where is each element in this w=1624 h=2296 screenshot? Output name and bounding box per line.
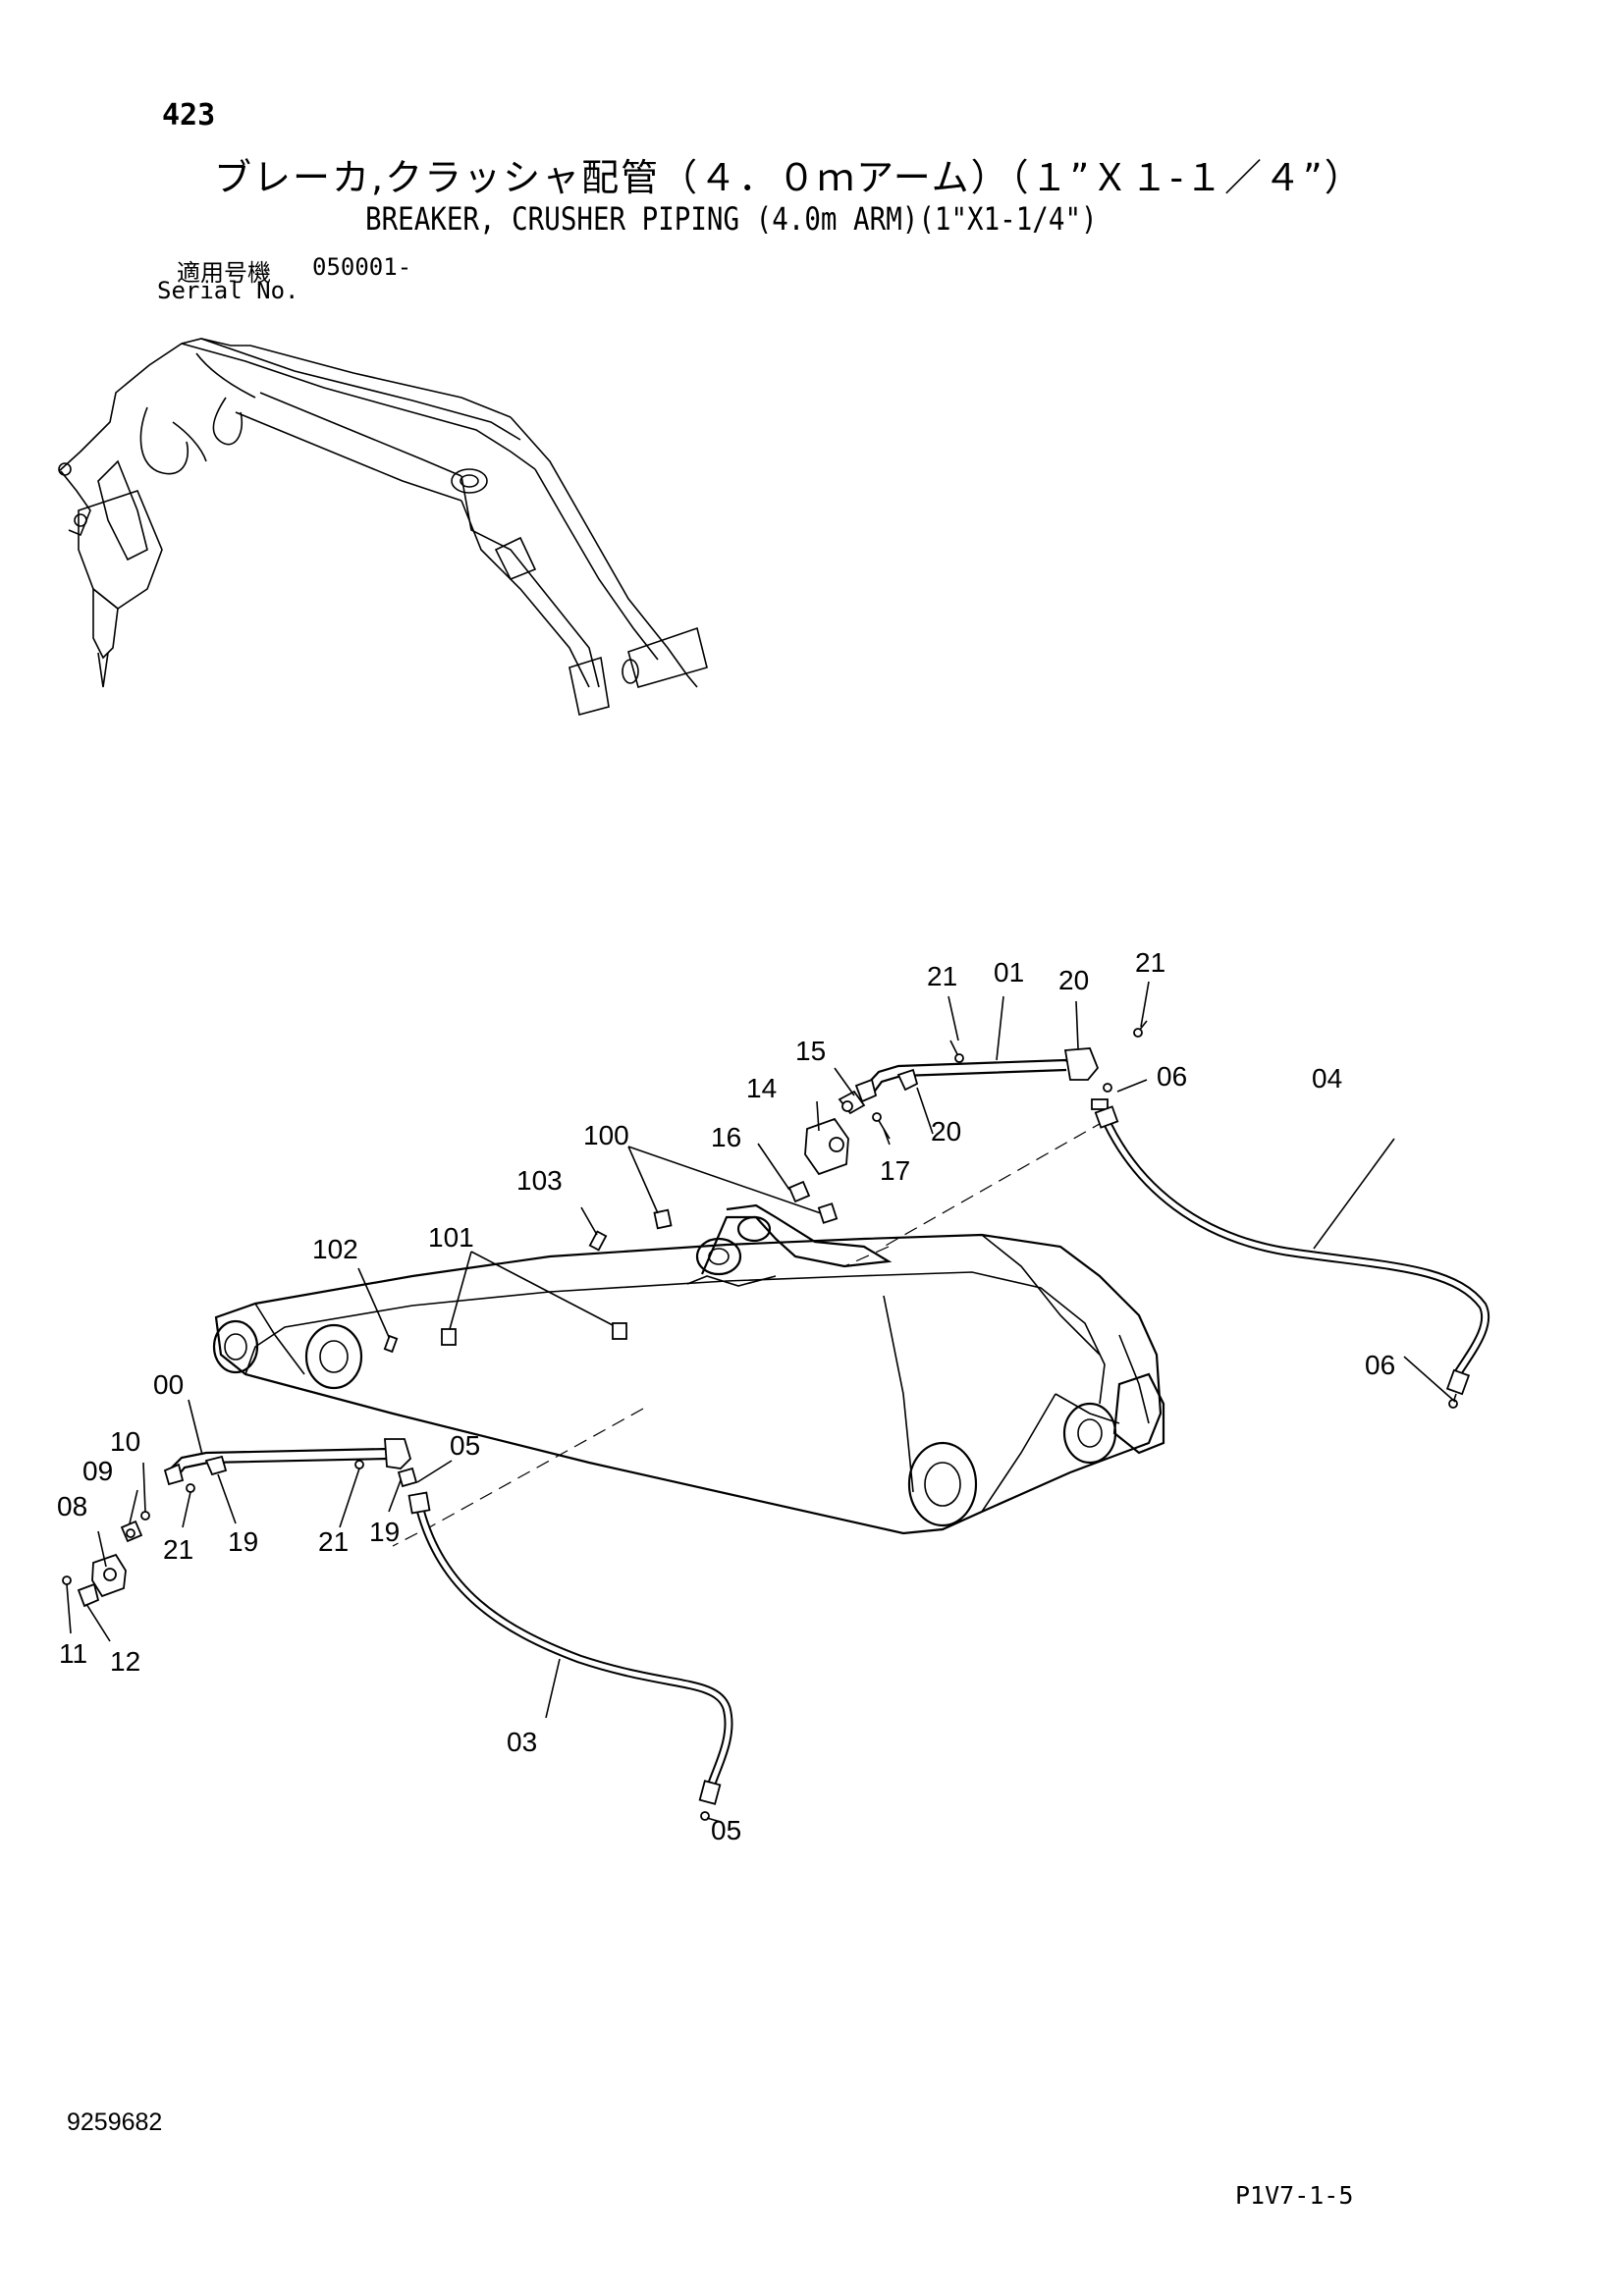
callout-05: 05 <box>450 1430 480 1461</box>
callout-19: 19 <box>369 1517 400 1547</box>
serial-range: 050001- <box>312 253 412 281</box>
callout-21: 21 <box>1135 947 1165 978</box>
arm-body <box>212 1203 1165 1535</box>
callout-06: 06 <box>1365 1350 1395 1380</box>
callout-labels: 21 01 20 21 15 06 04 14 16 17 20 100 103… <box>57 947 1395 1845</box>
overview-arm-illustration <box>58 338 708 716</box>
callout-21: 21 <box>163 1534 193 1565</box>
leader-lines <box>66 981 1456 1823</box>
callout-100: 100 <box>583 1120 629 1150</box>
callout-00: 00 <box>153 1369 184 1400</box>
page-code: P1V7-1-5 <box>1235 2181 1354 2210</box>
callout-05: 05 <box>711 1815 741 1845</box>
callout-08: 08 <box>57 1491 87 1522</box>
callout-10: 10 <box>110 1426 140 1457</box>
upper-pipe-01 <box>854 1020 1148 1110</box>
lower-pipe-00 <box>140 1438 418 1521</box>
callout-15: 15 <box>795 1036 826 1066</box>
callout-103: 103 <box>516 1165 563 1196</box>
callout-20: 20 <box>1058 965 1089 995</box>
clamps-100-103 <box>383 1202 839 1354</box>
callout-101: 101 <box>428 1222 474 1253</box>
valve-assembly-14-17 <box>787 1090 891 1203</box>
serial-label-japanese: 適用号機 <box>177 259 271 287</box>
callout-11: 11 <box>59 1638 87 1669</box>
callout-19: 19 <box>228 1526 258 1557</box>
callout-21: 21 <box>927 961 957 991</box>
lower-hose-03 <box>407 1491 733 1821</box>
page-number: 423 <box>162 98 216 133</box>
assembly-guide-lines <box>392 1120 1106 1547</box>
callout-16: 16 <box>711 1122 741 1152</box>
valve-assembly-08-12 <box>62 1520 143 1608</box>
callout-14: 14 <box>746 1073 777 1103</box>
callout-21: 21 <box>318 1526 349 1557</box>
callout-09: 09 <box>82 1456 113 1486</box>
callout-20: 20 <box>931 1116 961 1147</box>
callout-12: 12 <box>110 1646 140 1677</box>
callout-01: 01 <box>994 957 1024 988</box>
title-japanese: ブレーカ,クラッシャ配管（４．０ｍアーム）（１”Ｘ１-１／４”） <box>214 156 1364 199</box>
callout-06: 06 <box>1157 1061 1187 1092</box>
serial-label-english: Serial No. <box>157 277 299 304</box>
callout-03: 03 <box>507 1727 537 1757</box>
upper-hose-04 <box>1094 1105 1490 1409</box>
callout-102: 102 <box>312 1234 358 1264</box>
title-english: BREAKER, CRUSHER PIPING (4.0m ARM)(1"X1-… <box>365 200 1098 238</box>
document-number: 9259682 <box>67 2109 163 2136</box>
callout-17: 17 <box>880 1155 910 1186</box>
callout-04: 04 <box>1312 1063 1342 1094</box>
